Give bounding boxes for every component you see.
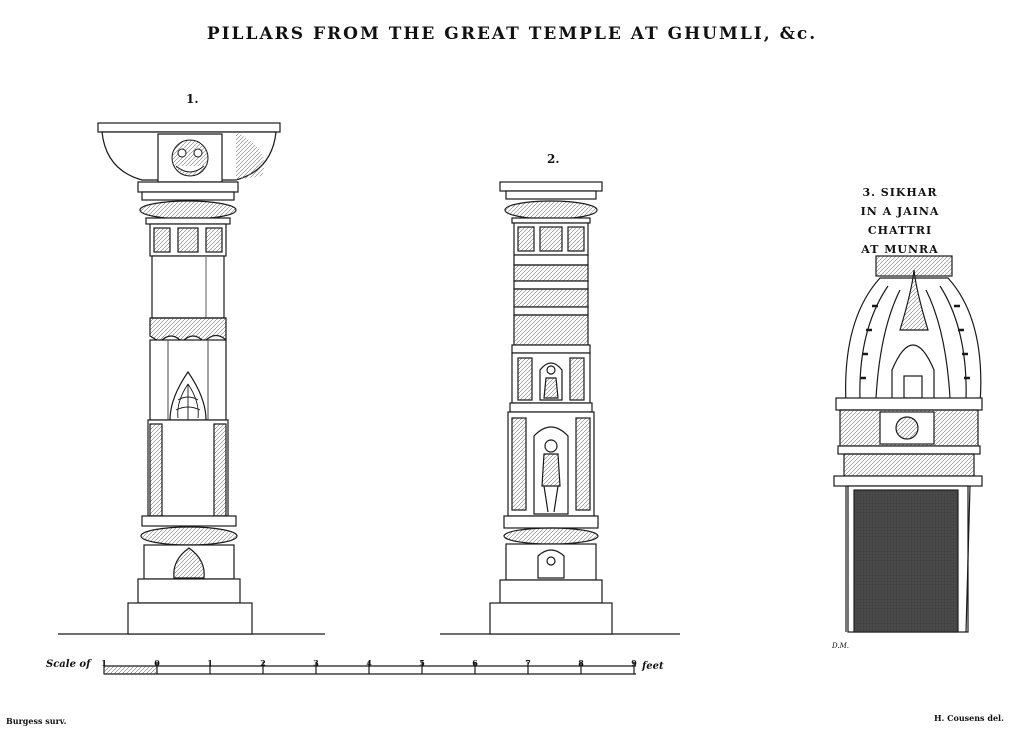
- scale-bar: [103, 662, 636, 675]
- scale-tick-label: 7: [525, 658, 531, 668]
- scale-tick-label: 2: [260, 658, 266, 668]
- scale-tick-label: 9: [631, 658, 637, 668]
- scale-tick-label: 5: [419, 658, 425, 668]
- figure-3-caption: 3. SIKHAR IN A JAINA CHATTRI AT MUNRA: [830, 183, 970, 259]
- figure-2-label: 2.: [547, 152, 560, 166]
- scale-tick-label: 1: [207, 658, 213, 668]
- scale-tick-label: 3: [313, 658, 319, 668]
- figure-3-caption-line2: IN A JAINA CHATTRI: [860, 205, 940, 237]
- pillar-1-drawing: [58, 122, 325, 635]
- scale-tick-label: 6: [472, 658, 478, 668]
- sikhar-doorway-dark: [853, 489, 959, 633]
- scale-unit-label: feet: [642, 661, 664, 672]
- sikhar-drawing: [833, 255, 983, 633]
- figure-1-label: 1.: [186, 92, 199, 106]
- credit-surveyor: Burgess surv.: [6, 716, 67, 726]
- pillar-1-leaf-motif: [169, 370, 207, 421]
- figure-3-caption-line3: AT MUNRA: [861, 243, 939, 256]
- pillar-1-kirtimukha: [171, 139, 209, 177]
- figure-3-caption-line1: 3. SIKHAR: [862, 186, 938, 199]
- figure-3-initials: D.M.: [832, 642, 849, 650]
- sikhar-lotus-rosette: [895, 416, 919, 440]
- scale-tick-label: 0: [154, 658, 160, 668]
- scale-tick-label: 1: [101, 658, 107, 668]
- scale-tick-label: 4: [366, 658, 372, 668]
- scale-tick-label: 8: [578, 658, 584, 668]
- scale-ticks: [103, 662, 635, 674]
- pillar-1-abacus: [97, 122, 281, 133]
- scale-prefix-label: Scale of: [46, 659, 91, 670]
- credit-draughtsman: H. Cousens del.: [934, 713, 1004, 723]
- pillar-2-drawing: [440, 181, 680, 635]
- pillar-2-standing-figure: [541, 439, 561, 513]
- plate-title: PILLARS FROM THE GREAT TEMPLE AT GHUMLI,…: [206, 24, 818, 44]
